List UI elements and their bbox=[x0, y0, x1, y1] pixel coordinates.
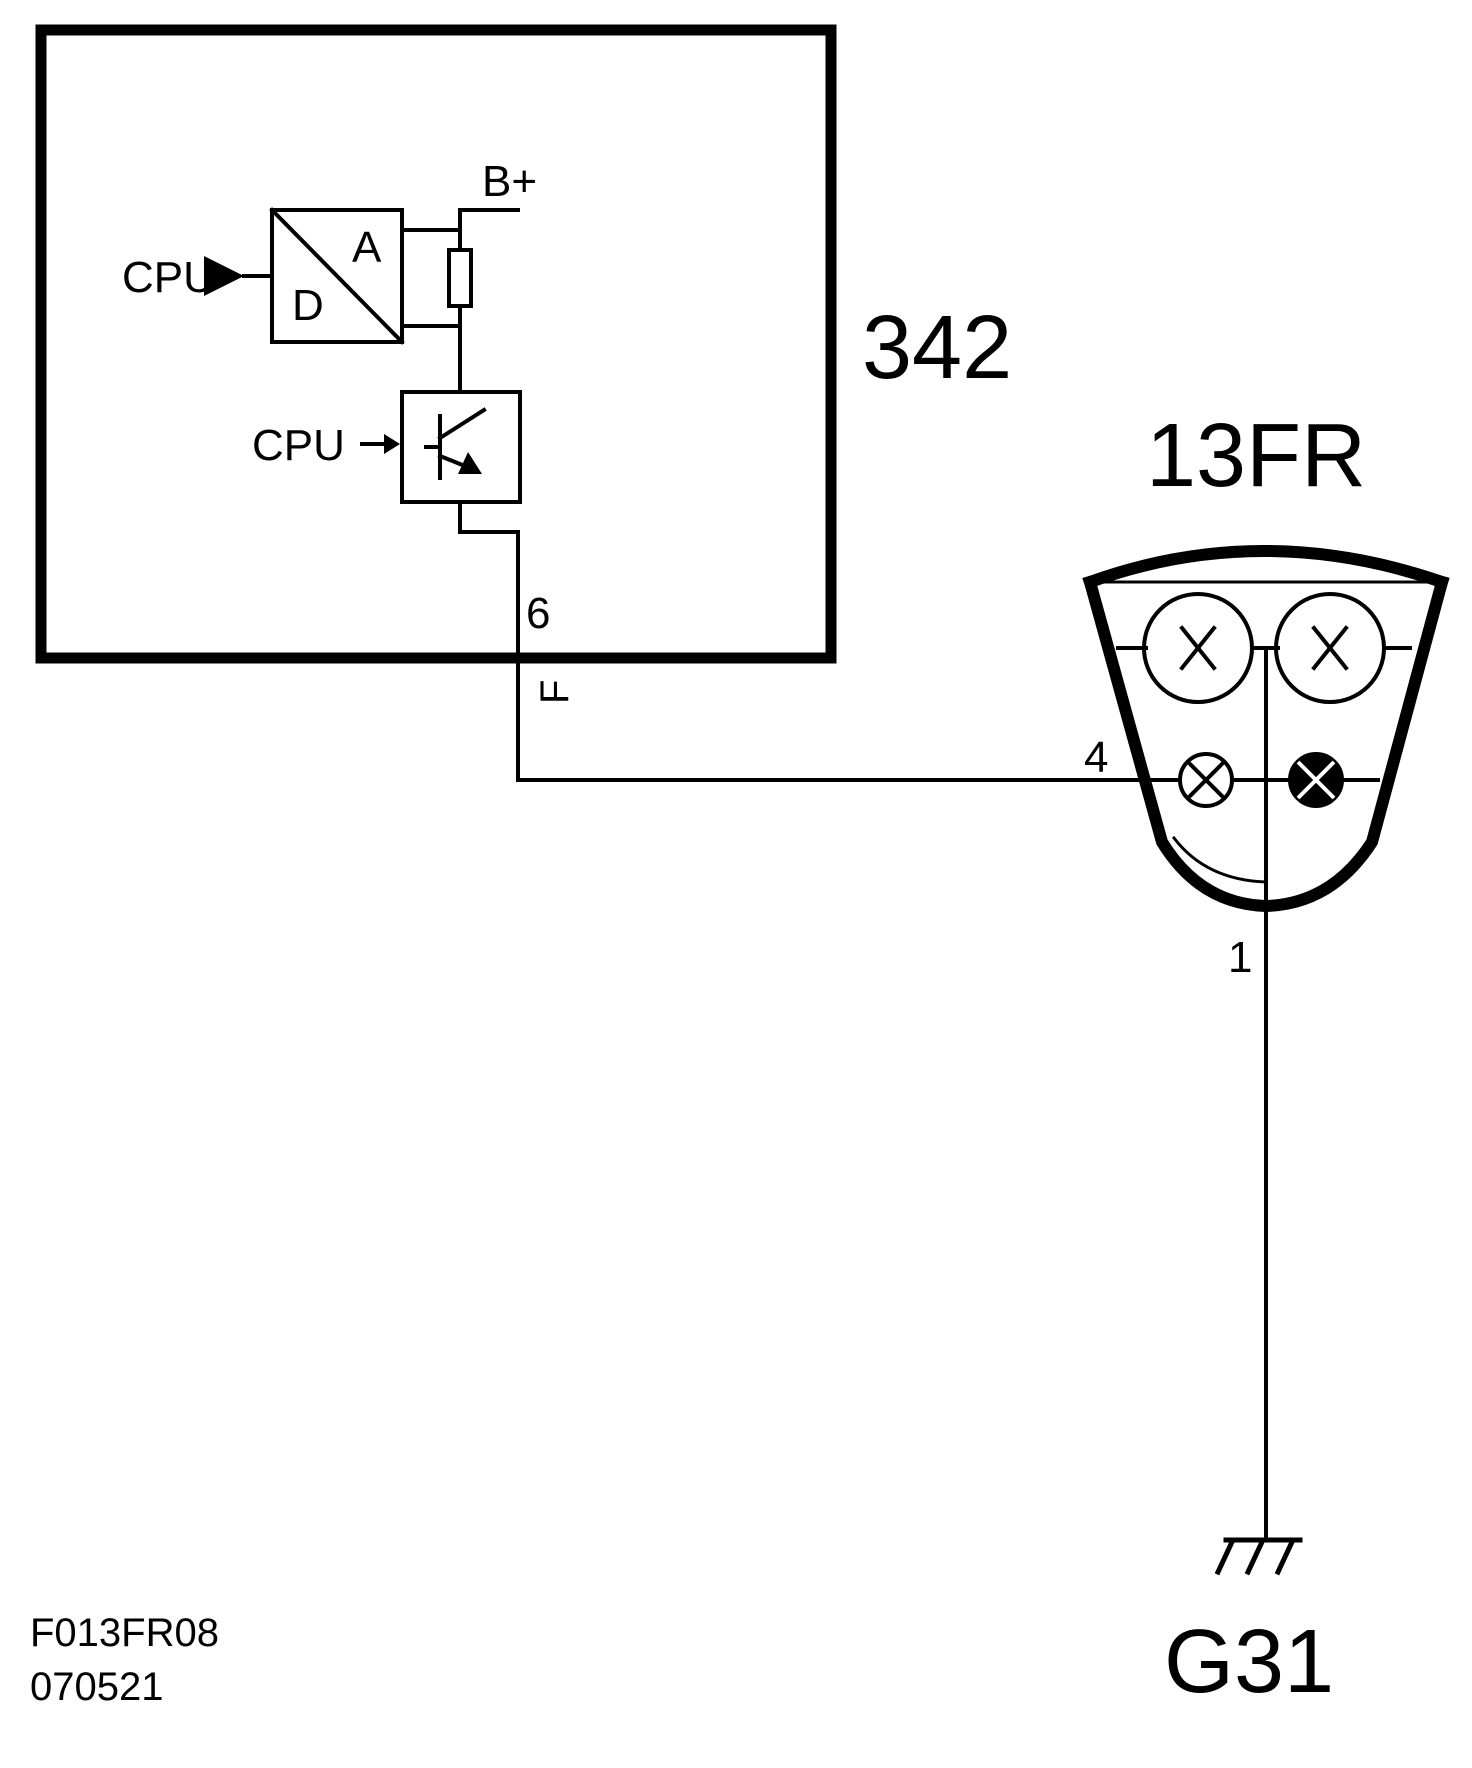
lamp-pin-1-label: 1 bbox=[1228, 933, 1252, 982]
footer: F013FR08 070521 bbox=[30, 1611, 219, 1709]
lamp-housing bbox=[1082, 545, 1450, 590]
transistor-box bbox=[400, 390, 522, 504]
cpu-in-label: CPU bbox=[252, 421, 345, 470]
control-unit-342: 342 bbox=[35, 24, 1012, 664]
supply-label: B+ bbox=[482, 157, 537, 206]
bulb-4-x-b bbox=[1296, 760, 1336, 800]
lamp-pin-4-label: 4 bbox=[1084, 733, 1108, 782]
transistor-emitter-arrow bbox=[458, 452, 482, 474]
output-wire-path bbox=[458, 500, 1142, 782]
drawing-code: F013FR08 bbox=[30, 1611, 219, 1655]
control-unit-label: 342 bbox=[862, 298, 1012, 398]
transistor-collector bbox=[437, 407, 487, 441]
ground-g31: G31 bbox=[1164, 904, 1334, 1712]
bulb-1-x-b bbox=[1179, 625, 1217, 671]
ground-label: G31 bbox=[1164, 1612, 1334, 1712]
drawing-date: 070521 bbox=[30, 1665, 163, 1709]
ad-converter-d-label: D bbox=[292, 281, 324, 330]
ground-hatch-3 bbox=[1274, 1538, 1296, 1576]
output-wire: 6 F 4 bbox=[458, 500, 1142, 782]
ground-hatch-1 bbox=[1214, 1538, 1236, 1576]
ad-converter-a-label: A bbox=[352, 223, 382, 272]
lamp-housing-inner-bowl bbox=[1171, 835, 1268, 884]
ground-hatch-2 bbox=[1244, 1538, 1266, 1576]
control-unit-box bbox=[35, 24, 837, 664]
ad-converter-diagonal bbox=[269, 207, 405, 345]
pull-up-resistor: B+ bbox=[400, 157, 537, 394]
cpu-out-label: CPU bbox=[122, 253, 215, 302]
cpu-in-arrowhead bbox=[384, 434, 400, 454]
bulb-2-x-b bbox=[1311, 625, 1349, 671]
wire-color-code: F bbox=[533, 680, 577, 704]
bulb-3-x-b bbox=[1185, 759, 1227, 801]
ad-converter: A D CPU bbox=[122, 207, 405, 345]
transistor-driver: CPU bbox=[252, 390, 522, 504]
lamp-label: 13FR bbox=[1146, 406, 1366, 506]
pin-6-label: 6 bbox=[526, 589, 550, 638]
lamp-13fr: 13FR 1 bbox=[1082, 406, 1450, 982]
resistor-symbol bbox=[447, 248, 473, 308]
